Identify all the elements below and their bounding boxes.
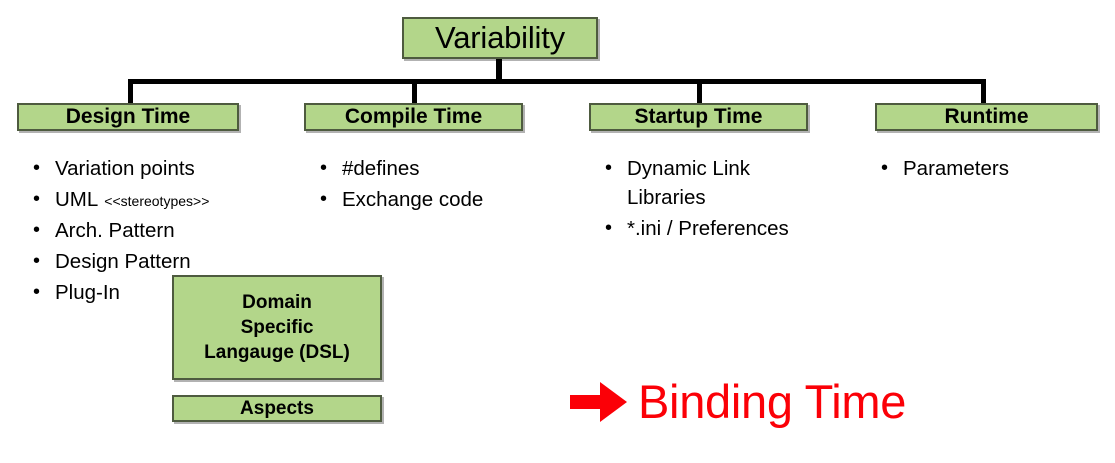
connector-drop-compile-time [412, 79, 417, 104]
bullet-icon: • [33, 250, 41, 273]
connector-horizontal-bus [128, 79, 986, 84]
node-runtime[interactable]: Runtime [875, 103, 1098, 131]
list-item-label: Design Pattern [55, 250, 191, 274]
node-design-time[interactable]: Design Time [17, 103, 239, 131]
connector-drop-startup-time [697, 79, 702, 104]
bullet-icon: • [33, 281, 41, 304]
list-item-label: Plug-In [55, 281, 120, 305]
list-item-label: Parameters [903, 157, 1009, 180]
dsl-line-3: Langauge (DSL) [204, 342, 350, 364]
node-domain-specific-language[interactable]: Domain Specific Langauge (DSL) [172, 275, 382, 380]
dsl-line-1: Domain [242, 291, 312, 313]
list-item: • *.ini / Preferences [605, 214, 860, 243]
binding-time-label: Binding Time [638, 375, 907, 428]
list-item-text: UML [55, 188, 99, 212]
bullet-list-design-time: • Variation points • UML<<stereotypes>> … [33, 154, 298, 310]
list-item: • UML <<stereotypes>> [33, 185, 298, 214]
bullet-icon: • [33, 219, 41, 242]
bullet-icon: • [881, 157, 889, 179]
node-aspects[interactable]: Aspects [172, 395, 382, 422]
connector-drop-design-time [128, 79, 133, 104]
node-variability[interactable]: Variability [402, 17, 598, 59]
node-compile-time[interactable]: Compile Time [304, 103, 523, 131]
bullet-list-compile-time: • #defines • Exchange code [320, 154, 570, 216]
list-item: • Design Pattern [33, 247, 298, 276]
bullet-icon: • [605, 217, 613, 240]
bullet-icon: • [320, 157, 328, 179]
list-item-label: #defines [342, 157, 420, 180]
list-item-label: Dynamic Link Libraries [627, 157, 751, 210]
list-item-label: Exchange code [342, 188, 484, 212]
list-item-label: Variation points [55, 157, 195, 180]
list-item: • Exchange code [320, 185, 570, 214]
binding-time-callout: Binding Time [570, 378, 906, 425]
bullet-list-runtime: • Parameters [881, 154, 1101, 185]
bullet-icon: • [33, 157, 41, 179]
dsl-line-2: Specific [240, 316, 314, 338]
list-item: • Arch. Pattern [33, 216, 298, 245]
bullet-icon: • [320, 188, 328, 211]
list-item: • Plug-In [33, 278, 298, 307]
bullet-icon: • [605, 157, 613, 179]
bullet-list-startup-time: • Dynamic Link Libraries • *.ini / Prefe… [605, 154, 860, 245]
bullet-icon: • [33, 188, 41, 211]
list-item: • Dynamic Link Libraries [605, 154, 860, 212]
list-item-label: *.ini / Preferences [627, 217, 789, 241]
list-item: • #defines [320, 154, 570, 183]
node-startup-time[interactable]: Startup Time [589, 103, 808, 131]
list-item-label: UML <<stereotypes>> [55, 185, 298, 214]
right-arrow-icon [570, 381, 627, 422]
list-item-label: Arch. Pattern [55, 219, 175, 243]
connector-root-stem [496, 56, 502, 82]
list-item: • Parameters [881, 154, 1101, 183]
connector-drop-runtime [981, 79, 986, 104]
list-item-note: <<stereotypes>> [104, 193, 210, 210]
list-item: • Variation points [33, 154, 298, 183]
